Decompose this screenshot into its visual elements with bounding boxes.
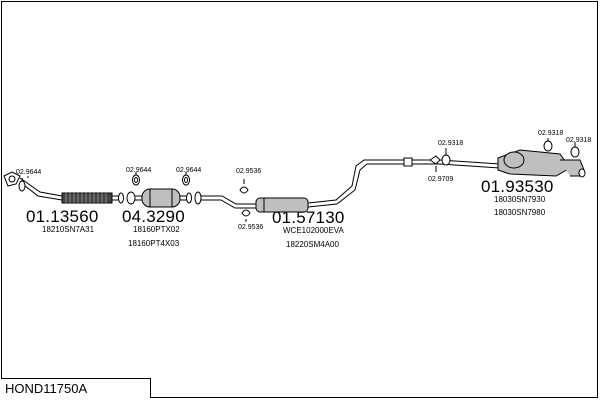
oem-number: WCE102000EVA xyxy=(283,226,344,235)
fitting-clamp-1 xyxy=(239,179,249,194)
fitting-hanger-2 xyxy=(429,155,441,172)
catalyst-assembly xyxy=(126,188,192,208)
fitting-code-label: 02.9644 xyxy=(126,167,151,174)
fitting-hanger-1 xyxy=(441,148,451,166)
fitting-code-label: 02.9536 xyxy=(238,224,263,231)
middle-silencer-assembly xyxy=(194,157,413,213)
fitting-code-label: 02.9318 xyxy=(566,137,591,144)
oem-number: 18030SN7930 xyxy=(494,195,546,204)
diagram-title: HOND11750A xyxy=(1,378,151,398)
part-number-middle-silencer: 01.57130 xyxy=(272,208,345,227)
oem-number: 18220SM4A00 xyxy=(286,240,339,249)
fitting-clamp-2 xyxy=(241,209,251,222)
oem-number: 18030SN7980 xyxy=(494,208,546,217)
fitting-gasket-3 xyxy=(182,172,190,186)
fitting-gasket-1 xyxy=(18,178,26,192)
fitting-code-label: 02.9709 xyxy=(428,176,453,183)
fitting-code-label: 02.9536 xyxy=(236,168,261,175)
fitting-code-label: 02.9644 xyxy=(176,167,201,174)
part-number-rear-silencer: 01.93530 xyxy=(481,177,554,196)
oem-number: 18160PT4X03 xyxy=(128,239,180,248)
oem-number: 18160PTX02 xyxy=(133,225,180,234)
fitting-gasket-2 xyxy=(132,172,140,186)
fitting-code-label: 02.9644 xyxy=(16,169,41,176)
part-number-catalyst: 04.3290 xyxy=(122,207,185,226)
fitting-code-label: 02.9318 xyxy=(538,130,563,137)
fitting-code-label: 02.9318 xyxy=(438,140,463,147)
rear-silencer-assembly xyxy=(412,149,586,178)
fitting-hanger-4 xyxy=(570,142,580,158)
front-pipe-assembly xyxy=(3,171,124,204)
fitting-hanger-3 xyxy=(543,138,553,152)
part-number-front-pipe: 01.13560 xyxy=(26,207,99,226)
oem-number: 18210SN7A31 xyxy=(42,225,95,234)
